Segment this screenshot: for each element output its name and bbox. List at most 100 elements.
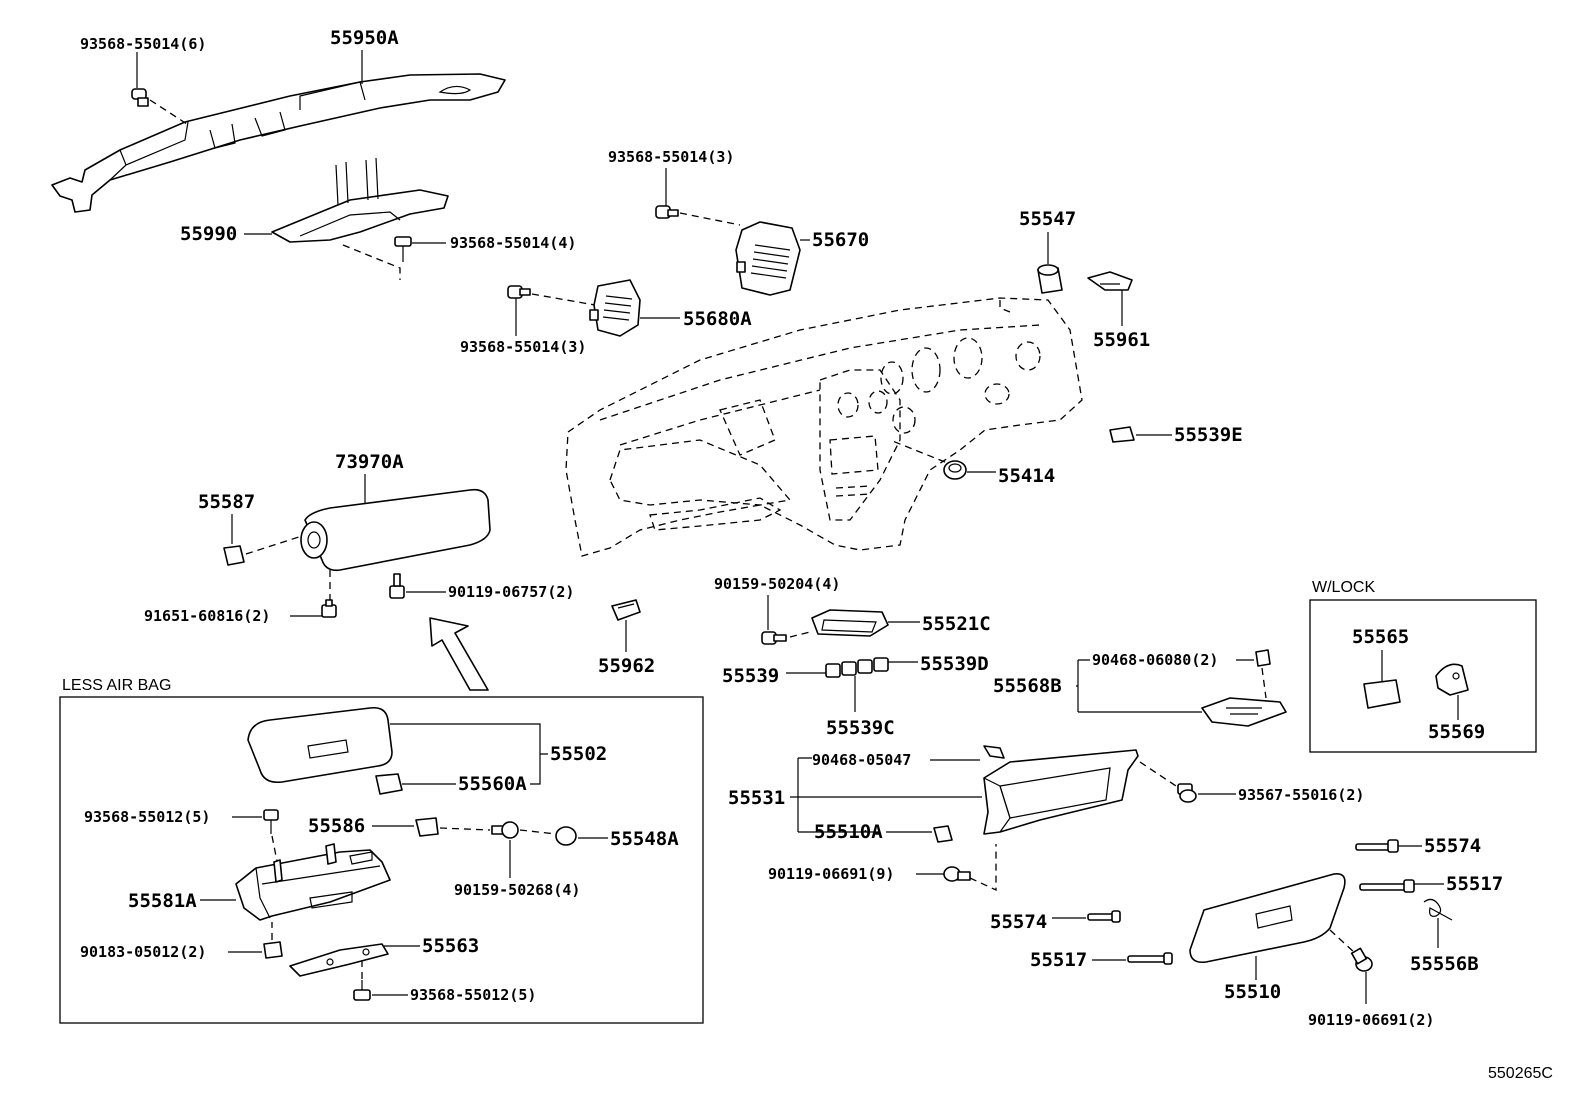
part-label: 55568B xyxy=(993,675,1062,697)
screw-icon xyxy=(1177,783,1197,803)
part-label: 55563 xyxy=(422,935,479,957)
part-label: 55539 xyxy=(722,665,779,687)
section-label: LESS AIR BAG xyxy=(62,677,171,694)
part-55581A-glovebox xyxy=(235,843,391,921)
part-label: 93568-55012(5) xyxy=(410,986,536,1004)
part-55568B-bracket xyxy=(1201,697,1287,727)
less-air-bag-box xyxy=(59,696,704,1024)
leader-dashed xyxy=(439,827,491,831)
part-label: 55547 xyxy=(1019,208,1076,230)
part-label: 55950A xyxy=(330,27,399,49)
part-label: 55581A xyxy=(128,890,197,912)
pin-icon xyxy=(1359,879,1415,893)
part-label: 55414 xyxy=(998,465,1055,487)
part-55510-door xyxy=(1189,872,1346,964)
part-label: 55539E xyxy=(1174,424,1243,446)
part-label: 55961 xyxy=(1093,329,1150,351)
arrow-icon xyxy=(429,617,489,691)
part-55531-glovebox xyxy=(983,749,1139,835)
part-label: 55670 xyxy=(812,229,869,251)
part-label: 73970A xyxy=(335,451,404,473)
pin-icon xyxy=(1127,952,1173,965)
leader-dashed xyxy=(889,439,946,463)
screw-icon xyxy=(394,236,412,262)
leader-dashed xyxy=(531,293,596,306)
part-label: 55531 xyxy=(728,787,785,809)
leader-dashed xyxy=(519,829,557,835)
nut-icon xyxy=(263,941,283,959)
part-label: 55574 xyxy=(1424,835,1481,857)
clip-icon xyxy=(223,545,245,566)
part-label: 90468-06080(2) xyxy=(1092,651,1218,669)
part-55563-bracket xyxy=(289,943,389,977)
clip-icon xyxy=(1255,649,1271,667)
part-label: 90159-50204(4) xyxy=(714,575,840,593)
knob-icon xyxy=(1037,264,1063,294)
diagram-id: 550265C xyxy=(1488,1065,1553,1082)
part-label: 55517 xyxy=(1030,949,1087,971)
part-label: 55510 xyxy=(1224,981,1281,1003)
part-label: 55962 xyxy=(598,655,655,677)
part-label: 55569 xyxy=(1428,721,1485,743)
part-55961-bezel xyxy=(1087,271,1133,291)
switch-icon xyxy=(1109,426,1135,443)
screw-icon xyxy=(655,205,679,219)
part-label: 90159-50268(4) xyxy=(454,881,580,899)
part-label: 55587 xyxy=(198,491,255,513)
part-label: 93568-55014(3) xyxy=(460,338,586,356)
leader-line xyxy=(1076,659,1202,713)
leader-dashed xyxy=(1329,929,1357,955)
w-lock-box xyxy=(1309,599,1537,753)
instrument-panel-outline xyxy=(565,297,1083,557)
part-label: 55548A xyxy=(610,828,679,850)
part-label: 55586 xyxy=(308,815,365,837)
screw-icon xyxy=(491,821,519,839)
part-label: 91651-60816(2) xyxy=(144,607,270,625)
part-55990-bracket xyxy=(271,157,449,243)
part-label: 55510A xyxy=(814,821,883,843)
part-label: 55556B xyxy=(1410,953,1479,975)
screw-icon xyxy=(1350,947,1373,972)
leader-dashed xyxy=(1139,761,1177,787)
part-label: 90468-05047 xyxy=(812,751,911,769)
lock-cylinder-icon xyxy=(1363,679,1401,709)
part-55962-clip xyxy=(611,599,641,621)
part-label: 55539D xyxy=(920,653,989,675)
part-label: 93568-55014(4) xyxy=(450,234,576,252)
leader-line xyxy=(790,757,982,833)
leader-dashed xyxy=(245,535,303,555)
lock-cam-icon xyxy=(1435,663,1469,696)
part-55950A-duct xyxy=(51,73,506,213)
part-55670-vent xyxy=(735,221,801,296)
part-label: 55680A xyxy=(683,308,752,330)
part-label: 55560A xyxy=(458,773,527,795)
part-label: 93568-55012(5) xyxy=(84,808,210,826)
pin-icon xyxy=(1355,839,1399,853)
part-label: 90183-05012(2) xyxy=(80,943,206,961)
part-55680A-vent xyxy=(589,279,641,337)
part-label: 93568-55014(6) xyxy=(80,35,206,53)
clip-icon xyxy=(415,817,439,837)
leader-dashed xyxy=(342,244,401,280)
screw-icon xyxy=(263,809,279,834)
clip-icon xyxy=(933,825,953,843)
screw-icon xyxy=(943,866,971,882)
part-label: 90119-06757(2) xyxy=(448,583,574,601)
leader-dashed xyxy=(789,631,811,638)
switch-icon xyxy=(375,773,403,795)
leader-line xyxy=(390,723,548,785)
part-55521C-housing xyxy=(811,609,889,637)
part-label: 90119-06691(9) xyxy=(768,865,894,883)
part-label: 55502 xyxy=(550,743,607,765)
part-label: 55517 xyxy=(1446,873,1503,895)
screw-icon xyxy=(321,599,337,618)
part-label: 90119-06691(2) xyxy=(1308,1011,1434,1029)
knob-icon xyxy=(943,460,967,480)
section-label: W/LOCK xyxy=(1312,579,1375,596)
part-label: 55990 xyxy=(180,223,237,245)
screw-icon xyxy=(507,285,531,299)
clip-icon xyxy=(983,745,1005,759)
leader-dashed xyxy=(679,212,741,226)
part-label: 93568-55014(3) xyxy=(608,148,734,166)
